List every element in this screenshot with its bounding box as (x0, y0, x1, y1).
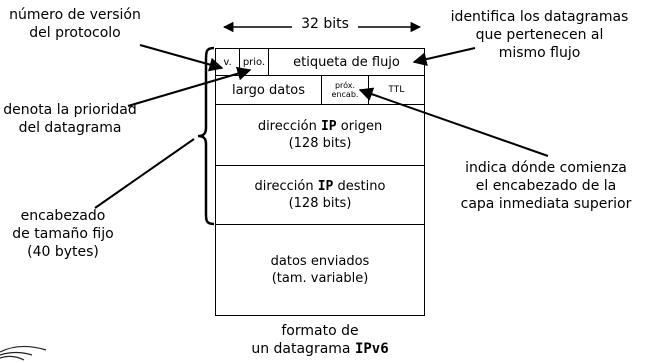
corner-decoration (0, 345, 47, 361)
field-data: datos enviados (tam. variable) (215, 224, 425, 316)
arrow-version (139, 44, 224, 72)
annotation-header-size: encabezado de tamaño fijo (40 bytes) (12, 208, 114, 260)
field-source-address: dirección IP origen (128 bits) (215, 104, 425, 166)
annotation-flow: identifica los datagramas que pertenecen… (450, 9, 629, 61)
arrow-next-header (358, 87, 549, 157)
width-label: 32 bits (290, 15, 360, 33)
diagram-caption: formato de un datagrama IPv6 (251, 323, 389, 357)
annotation-priority: denota la prioridad del datagrama (3, 102, 137, 136)
header-brace (197, 46, 215, 226)
field-destination-address: dirección IP destino (128 bits) (215, 165, 425, 225)
annotation-version: número de versión del protocolo (9, 7, 141, 41)
arrow-flow-label (412, 47, 476, 67)
arrow-header-size (94, 138, 195, 209)
annotation-next-header: indica dónde comienza el encabezado de l… (460, 160, 632, 212)
arrow-priority (127, 66, 252, 107)
